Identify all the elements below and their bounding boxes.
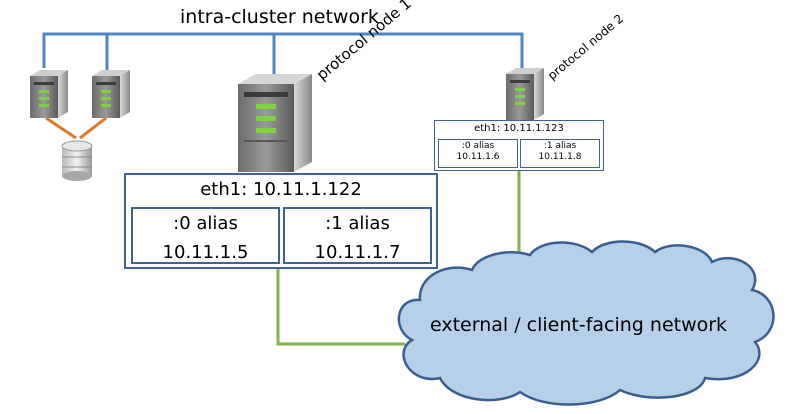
intra-bus-line bbox=[42, 32, 524, 70]
alias-ip: 10.11.1.5 bbox=[162, 242, 249, 263]
alias-name: :1 alias bbox=[325, 213, 390, 234]
protocol-node-1-server-icon bbox=[238, 74, 312, 172]
node1-alias-1: :1 alias 10.11.1.7 bbox=[283, 207, 432, 264]
external-network-label: external / client-facing network bbox=[430, 314, 728, 336]
external-network-cloud bbox=[397, 240, 775, 406]
storage-links bbox=[45, 116, 107, 140]
alias-ip: 10.11.1.7 bbox=[314, 242, 401, 263]
node1-alias-0: :0 alias 10.11.1.5 bbox=[131, 207, 280, 264]
node2-alias-0: :0 alias 10.11.1.6 bbox=[438, 139, 518, 168]
alias-name: :0 alias bbox=[461, 141, 495, 151]
alias-name: :0 alias bbox=[173, 213, 238, 234]
node2-interface-box: eth1: 10.11.1.123 :0 alias 10.11.1.6 :1 … bbox=[434, 120, 604, 171]
server-icon-left-b bbox=[92, 70, 130, 118]
protocol-node-2-server-icon bbox=[506, 68, 544, 120]
alias-ip: 10.11.1.6 bbox=[456, 152, 500, 162]
intra-cluster-links bbox=[42, 32, 524, 76]
node1-interface-header: eth1: 10.11.1.122 bbox=[200, 179, 362, 200]
node2-alias-1: :1 alias 10.11.1.8 bbox=[520, 139, 600, 168]
node2-interface-header: eth1: 10.11.1.123 bbox=[474, 123, 564, 134]
link-node1-external bbox=[276, 269, 405, 346]
alias-ip: 10.11.1.8 bbox=[538, 152, 582, 162]
intra-cluster-network-label: intra-cluster network bbox=[180, 6, 379, 28]
alias-name: :1 alias bbox=[543, 141, 577, 151]
storage-database-icon bbox=[61, 140, 93, 181]
node1-interface-box: eth1: 10.11.1.122 :0 alias 10.11.1.5 :1 … bbox=[124, 173, 438, 269]
server-icon-left-a bbox=[30, 70, 68, 118]
